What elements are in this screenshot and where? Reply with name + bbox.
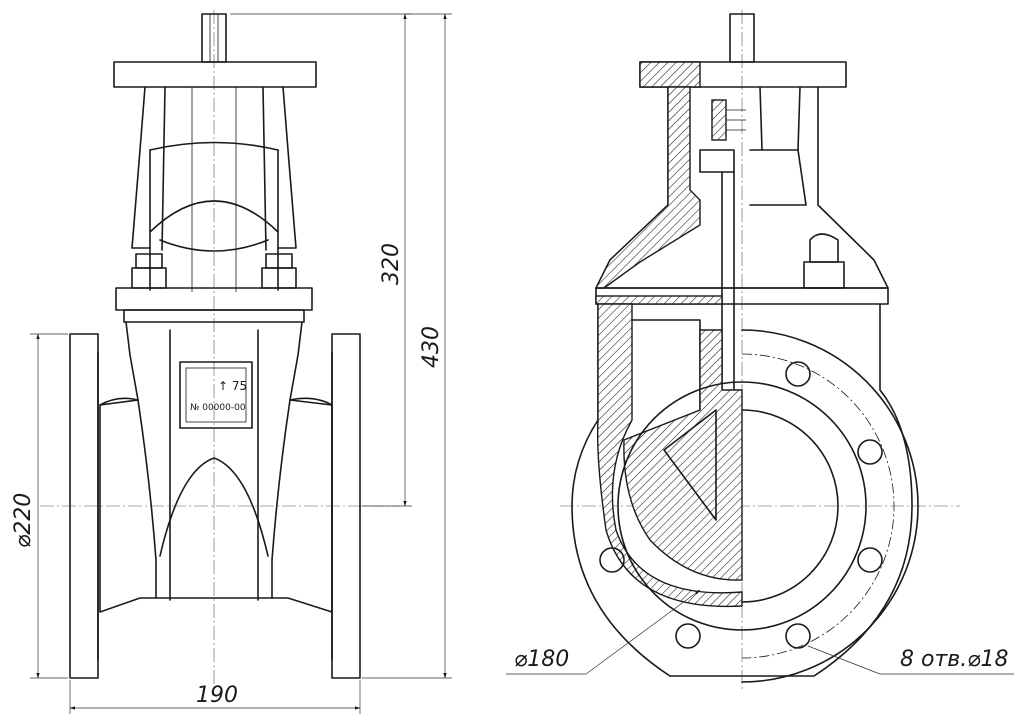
dimension-bolt-holes: 8 отв.⌀18: [807, 645, 1014, 675]
bolt-holes: [599, 361, 883, 649]
side-view: ⌀180 8 отв.⌀18: [506, 10, 1014, 690]
dimension-430-label: 430: [419, 326, 444, 368]
dimension-320-label: 320: [379, 243, 404, 285]
gate-wedge: [623, 329, 743, 581]
dimension-face-to-face: 190: [69, 680, 361, 714]
dimension-stem-height: 320: [230, 13, 412, 507]
dimension-flange-diameter: ⌀220: [11, 333, 68, 679]
nameplate-number: № 00000-00: [190, 403, 246, 413]
side-flange-face: [617, 329, 919, 683]
nameplate-size: ↑ 75: [218, 379, 247, 393]
dimension-180-label: ⌀180: [514, 647, 569, 672]
top-plate: [113, 61, 317, 88]
dimension-190-label: 190: [196, 683, 238, 708]
valve-body: [99, 321, 333, 613]
dimension-bolt-circle: ⌀180: [506, 589, 701, 675]
end-flanges: [69, 333, 361, 679]
yoke: [131, 86, 297, 292]
dimension-total-height: 430: [362, 13, 452, 679]
nameplate: ↑ 75 № 00000-00: [179, 361, 253, 429]
dimension-220-label: ⌀220: [11, 493, 36, 548]
dimension-holes-label: 8 отв.⌀18: [900, 647, 1008, 672]
front-view: ↑ 75 № 00000-00 190 ⌀220 320: [11, 10, 452, 714]
